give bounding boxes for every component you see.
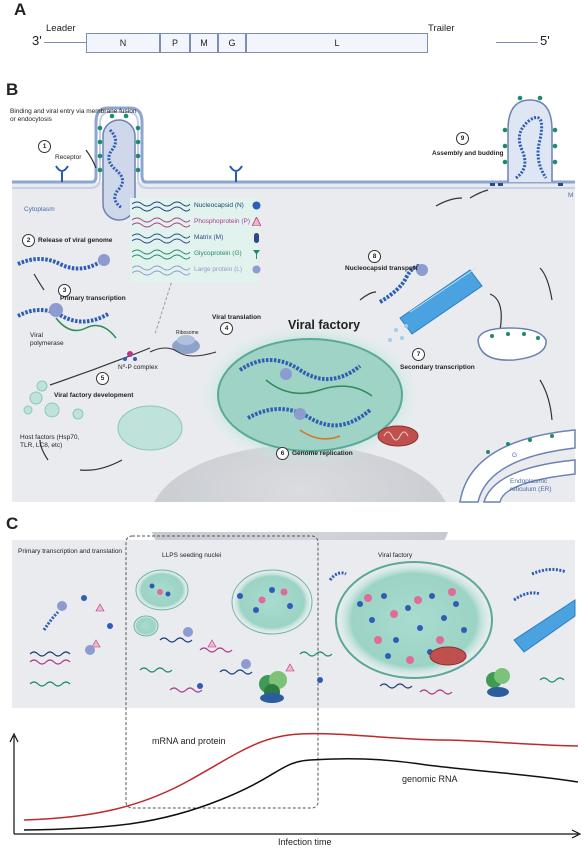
viral-polymerase-label: Viral polymerase xyxy=(30,332,64,347)
step-8-marker: 8 xyxy=(368,250,381,263)
step-1-marker: 1 xyxy=(38,140,51,153)
panel-c-llps-label: LLPS seeding nuclei xyxy=(162,552,222,559)
secondary-transcription-label: Secondary transcription xyxy=(400,364,475,371)
released-genome xyxy=(17,257,102,271)
legend-row-m: Matrix (M) xyxy=(132,230,262,245)
mrna-wavelets xyxy=(29,637,565,695)
cytoplasm-label: Cytoplasm xyxy=(24,206,55,213)
three-prime-end: 3' xyxy=(32,33,42,48)
release-label: Release of viral genome xyxy=(38,237,113,244)
viral-factory-development-label: Viral factory development xyxy=(54,392,134,399)
legend-row-n: Nucleocapsid (N) xyxy=(132,198,262,213)
gene-n: N xyxy=(86,33,160,53)
legend-row-l: Large protein (L) xyxy=(132,262,262,277)
step-2-marker: 2 xyxy=(22,234,35,247)
panel-c-label: C xyxy=(6,514,19,533)
llps-dashed-box xyxy=(125,535,319,809)
panel-c-primary-label: Primary transcription and translation xyxy=(18,548,123,555)
n0p-complex-label: N⁰-P complex xyxy=(118,364,158,371)
gene-p: P xyxy=(160,33,190,53)
trailer-line xyxy=(496,42,538,43)
microtubule xyxy=(388,267,483,342)
er-g-label: G xyxy=(512,452,518,459)
panel-c-viral-factory-label: Viral factory xyxy=(378,552,413,559)
budding-virion xyxy=(469,95,563,199)
trailer-label: Trailer xyxy=(428,23,455,34)
legend-label-p: Phosphoprotein (P) xyxy=(194,218,251,225)
leader-line xyxy=(44,42,86,43)
gene-l: L xyxy=(246,33,428,53)
legend-label-n: Nucleocapsid (N) xyxy=(194,202,244,209)
panel-c-viral-factory xyxy=(335,561,493,679)
panel-c-ribosome xyxy=(259,671,287,703)
panel-c-microtubule xyxy=(513,599,576,653)
er-label: Endoplasmic reticulum (ER) xyxy=(510,478,552,493)
x-axis-label: Infection time xyxy=(278,837,332,847)
receptors xyxy=(55,165,243,182)
factory-nucleocapsid-cluster xyxy=(357,593,467,659)
genomic-rna-curve xyxy=(23,758,579,831)
membrane-m-label: M xyxy=(568,192,574,199)
transport-vesicle xyxy=(477,327,547,361)
panel-a-label: A xyxy=(14,0,27,19)
host-factors-label: Host factors (Hsp70, TLR, LC8, etc) xyxy=(20,434,80,449)
genome-replication-label: Genome replication xyxy=(292,450,353,457)
nucleocapsid-transport-label: Nucleocapsid transport xyxy=(345,265,418,272)
legend-label-m: Matrix (M) xyxy=(194,234,224,241)
curve-label-mrna-protein: mRNA and protein xyxy=(152,736,226,746)
large-seed-droplet xyxy=(231,569,313,635)
gene-g: G xyxy=(218,33,246,53)
entering-virion xyxy=(85,113,141,221)
step-5-marker: 5 xyxy=(96,372,109,385)
legend-row-g: Glycoprotein (G) xyxy=(132,246,262,261)
legend-label-g: Glycoprotein (G) xyxy=(194,250,242,257)
mitochondrion xyxy=(377,425,419,447)
viral-factory-title: Viral factory xyxy=(288,318,361,332)
n0p-complex-icon xyxy=(123,351,137,361)
receptor-label: Receptor xyxy=(55,154,82,161)
panel-c-mitochondrion xyxy=(429,646,467,666)
llps-droplets xyxy=(23,380,183,451)
curve-label-genomic-rna: genomic RNA xyxy=(402,774,458,784)
gene-m: M xyxy=(190,33,218,53)
entry-text: Binding and viral entry via membrane fus… xyxy=(10,108,137,123)
protein-legend: Nucleocapsid (N) Phosphoprotein (P) Matr… xyxy=(132,198,262,282)
ribosome xyxy=(149,335,217,357)
panel-b-label: B xyxy=(6,80,19,99)
plasma-membrane xyxy=(12,106,575,184)
five-prime-end: 5' xyxy=(540,33,550,48)
viral-polymerase xyxy=(49,303,63,317)
leader-label: Leader xyxy=(46,23,76,34)
primary-transcription-label: Primary transcription xyxy=(60,295,126,302)
step-9-marker: 9 xyxy=(456,132,469,145)
assembly-budding-label: Assembly and budding xyxy=(432,150,504,157)
viral-translation-label: Viral translation xyxy=(212,314,262,321)
chart-axes xyxy=(9,732,582,839)
legend-row-p: Phosphoprotein (P) xyxy=(132,214,262,229)
step-6-marker: 6 xyxy=(276,447,289,460)
legend-label-l: Large protein (L) xyxy=(194,266,243,273)
endoplasmic-reticulum xyxy=(459,429,576,503)
ribosome-label: Ribosome xyxy=(176,330,199,336)
step-4-marker: 4 xyxy=(220,322,233,335)
step-7-marker: 7 xyxy=(412,348,425,361)
mrna-protein-curve xyxy=(23,732,579,821)
step-3-marker: 3 xyxy=(58,284,71,297)
